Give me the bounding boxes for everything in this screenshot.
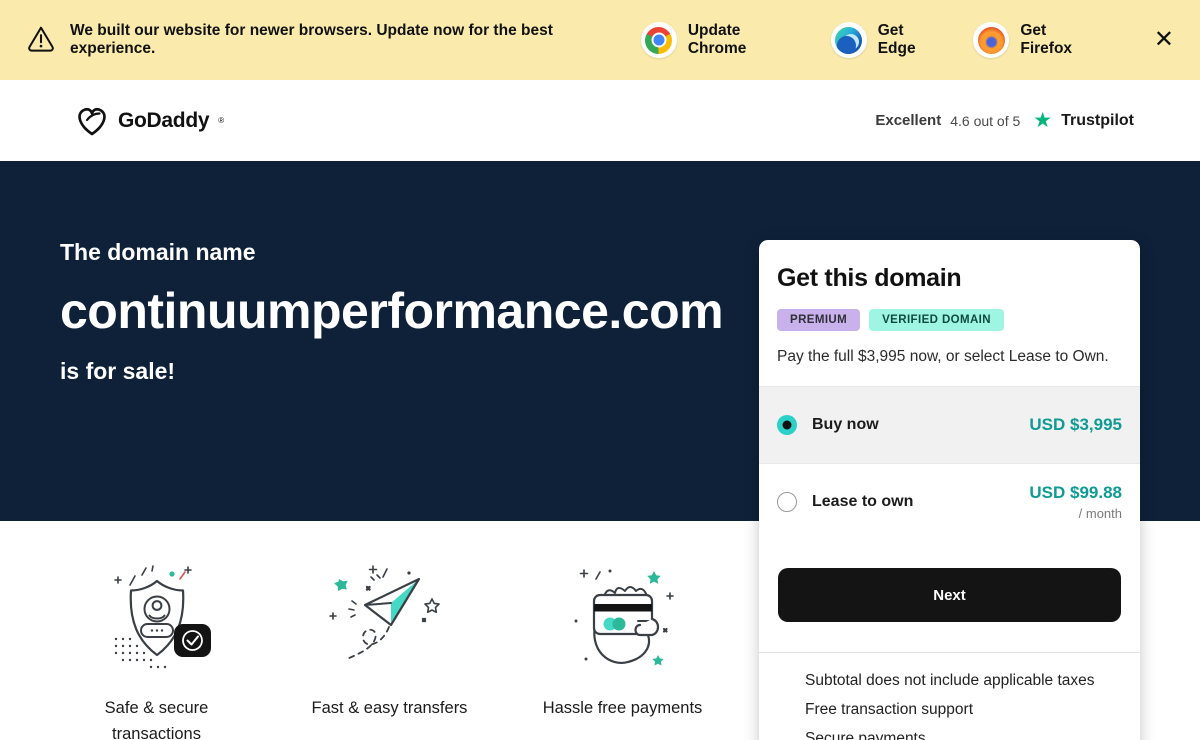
purchase-notes: Subtotal does not include applicable tax… — [759, 653, 1140, 740]
buy-now-radio[interactable] — [777, 415, 797, 435]
hero-tagline: is for sale! — [60, 358, 176, 384]
trustpilot-star-icon: ★ — [1033, 109, 1053, 132]
card-title: Get this domain — [777, 264, 962, 292]
close-icon[interactable]: ✕ — [1153, 26, 1174, 53]
lease-to-own-label: Lease to own — [812, 493, 914, 510]
lease-price-period: / month — [1078, 506, 1122, 521]
update-chrome-label: Update Chrome — [687, 22, 747, 57]
card-description: Pay the full $3,995 now, or select Lease… — [777, 348, 1109, 365]
update-chrome-button[interactable]: Update Chrome — [640, 22, 803, 58]
godaddy-wordmark: GoDaddy — [118, 108, 210, 132]
trademark-symbol: ® — [218, 116, 225, 125]
feature-fast-transfers: Fast & easy transfers — [273, 561, 506, 740]
note-item: Subtotal does not include applicable tax… — [805, 672, 1095, 689]
note-item: Secure payments — [805, 730, 926, 740]
feature-label: Hassle free payments — [542, 699, 703, 717]
features-section: Safe & secure transactions Fast & easy — [0, 521, 1200, 740]
trust-rating-label: Excellent — [875, 112, 942, 129]
hero-eyebrow: The domain name — [60, 239, 256, 265]
get-edge-button[interactable]: Get Edge — [830, 22, 946, 58]
get-edge-label: Get Edge — [877, 22, 916, 57]
badge-row: PREMIUM VERIFIED DOMAIN — [777, 309, 1122, 331]
site-header: GoDaddy ® Excellent 4.6 out of 5 ★ Trustp… — [0, 80, 1200, 161]
note-item: Free transaction support — [805, 701, 974, 718]
trustpilot-rating[interactable]: Excellent 4.6 out of 5 ★ Trustpilot — [875, 110, 1134, 131]
verified-domain-badge: VERIFIED DOMAIN — [869, 309, 1004, 331]
warning-triangle-icon — [26, 23, 56, 58]
buy-now-option[interactable]: Buy now USD $3,995 — [759, 386, 1140, 463]
browser-upgrade-banner: We built our website for newer browsers.… — [0, 0, 1200, 80]
buy-now-price-block: USD $3,995 — [1029, 415, 1122, 435]
chrome-icon — [640, 22, 677, 58]
card-header: Get this domain PREMIUM VERIFIED DOMAIN … — [759, 240, 1140, 386]
trustpilot-wordmark: Trustpilot — [1061, 111, 1134, 129]
next-button[interactable]: Next — [778, 568, 1121, 622]
buy-now-label: Buy now — [812, 416, 879, 433]
feature-label: Safe & secure transactions — [104, 699, 209, 740]
trust-score: 4.6 out of 5 — [950, 112, 1021, 129]
feature-hassle-free: Hassle free payments — [506, 561, 739, 740]
get-domain-card: Get this domain PREMIUM VERIFIED DOMAIN … — [759, 240, 1140, 740]
domain-name-heading: continuumperformance.com — [60, 283, 724, 339]
premium-badge: PREMIUM — [777, 309, 861, 331]
card-hand-illustration — [506, 561, 739, 673]
feature-safe-secure: Safe & secure transactions — [40, 561, 273, 740]
lease-to-own-option[interactable]: Lease to own USD $99.88 / month — [759, 463, 1140, 540]
cta-container: Next — [759, 540, 1140, 653]
banner-message: We built our website for newer browsers.… — [70, 22, 553, 57]
banner-message-group: We built our website for newer browsers.… — [26, 22, 641, 58]
lease-price: USD $99.88 — [1029, 483, 1122, 502]
banner-actions: Update Chrome Get Edge Get Firefox ✕ — [640, 22, 1174, 58]
godaddy-logo[interactable]: GoDaddy ® — [75, 104, 224, 138]
get-firefox-label: Get Firefox — [1020, 22, 1073, 57]
feature-label: Fast & easy transfers — [311, 699, 468, 717]
lease-price-block: USD $99.88 / month — [1029, 483, 1122, 521]
buy-now-price: USD $3,995 — [1029, 415, 1122, 434]
godaddy-heart-icon — [78, 107, 106, 135]
shield-user-illustration — [40, 561, 273, 673]
paper-plane-illustration — [273, 561, 506, 673]
get-firefox-button[interactable]: Get Firefox — [973, 22, 1101, 58]
edge-icon — [830, 22, 867, 58]
lease-to-own-radio[interactable] — [777, 492, 797, 512]
firefox-icon — [973, 22, 1010, 58]
